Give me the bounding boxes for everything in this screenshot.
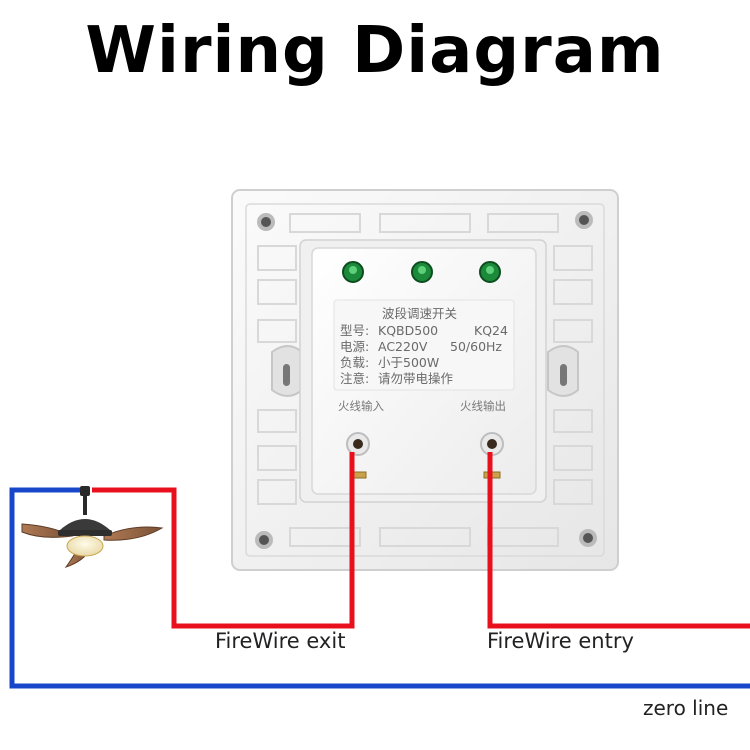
output-terminal-label: 火线输出 <box>460 399 506 413</box>
model-code-text: KQ24 <box>474 323 508 338</box>
note-prefix: 注意: <box>340 371 369 386</box>
screw-hole <box>575 211 593 229</box>
note-text: 请勿带电操作 <box>378 371 454 386</box>
frequency-text: 50/60Hz <box>450 339 502 354</box>
firewire-entry-label: FireWire entry <box>487 629 634 653</box>
screw-hole <box>257 213 275 231</box>
neutral-wire <box>9 487 750 689</box>
page-title: Wiring Diagram <box>85 14 665 88</box>
screw-hole <box>255 531 273 549</box>
load-prefix: 负载: <box>340 355 369 370</box>
live-wire-exit <box>92 452 355 629</box>
live-wire-entry <box>487 452 750 629</box>
screw-hole <box>579 529 597 547</box>
load-text: 小于500W <box>378 355 439 370</box>
switch-name-text: 波段调速开关 <box>382 306 457 321</box>
ceiling-fan-icon <box>21 486 164 568</box>
model-text: KQBD500 <box>378 323 438 338</box>
firewire-exit-label: FireWire exit <box>215 629 346 653</box>
power-prefix: 电源: <box>340 339 369 354</box>
model-prefix: 型号: <box>340 323 369 338</box>
power-text: AC220V <box>378 339 428 354</box>
terminal-input <box>346 432 370 479</box>
switch-module: 波段调速开关 型号: KQBD500 KQ24 电源: AC220V 50/60… <box>299 239 547 503</box>
input-terminal-label: 火线输入 <box>338 399 384 413</box>
indicator-lights <box>342 261 501 283</box>
zero-line-label: zero line <box>643 696 729 720</box>
